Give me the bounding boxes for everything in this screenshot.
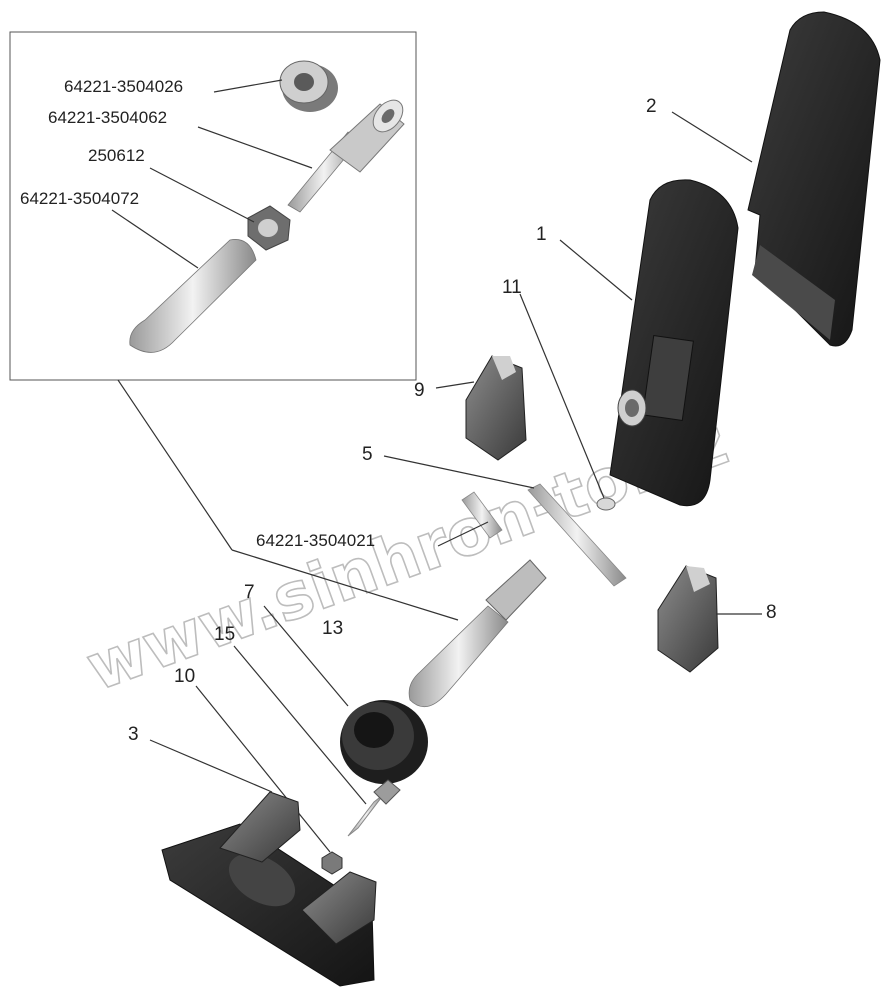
callout-7: 7	[244, 582, 255, 603]
callout-pn-main: 64221-3504021	[256, 531, 375, 550]
inset-pin	[287, 99, 405, 213]
callout-5: 5	[362, 444, 373, 465]
callout-3: 3	[128, 724, 139, 745]
part-1-housing	[609, 179, 739, 507]
inset-pn-4: 64221-3504072	[20, 189, 139, 208]
part-15-bolt	[347, 779, 401, 837]
part-11-clip	[596, 497, 616, 511]
part-10-nut	[321, 851, 343, 875]
inset-pn-2: 64221-3504062	[48, 108, 167, 127]
callout-2: 2	[646, 96, 657, 117]
callout-8: 8	[766, 602, 777, 623]
inset-pn-1: 64221-3504026	[64, 77, 183, 96]
callout-13: 13	[322, 618, 343, 639]
callout-10: 10	[174, 666, 195, 687]
inset-pn-3: 250612	[88, 146, 145, 165]
callout-15: 15	[214, 624, 235, 645]
part-9-bracket	[465, 355, 527, 461]
part-5-long-pin	[527, 483, 627, 587]
part-3-base	[161, 791, 377, 987]
part-2-cover	[747, 11, 881, 347]
part-8-bracket	[657, 565, 719, 673]
inset-cone	[129, 239, 257, 353]
part-7-roller	[340, 700, 428, 784]
callout-9: 9	[414, 380, 425, 401]
inset-bushing	[279, 60, 338, 112]
inset-nut	[247, 205, 291, 251]
inset-frame	[9, 31, 417, 381]
part-13-tapered-pin	[408, 559, 547, 708]
callout-11: 11	[502, 277, 522, 298]
callout-1: 1	[536, 224, 547, 245]
